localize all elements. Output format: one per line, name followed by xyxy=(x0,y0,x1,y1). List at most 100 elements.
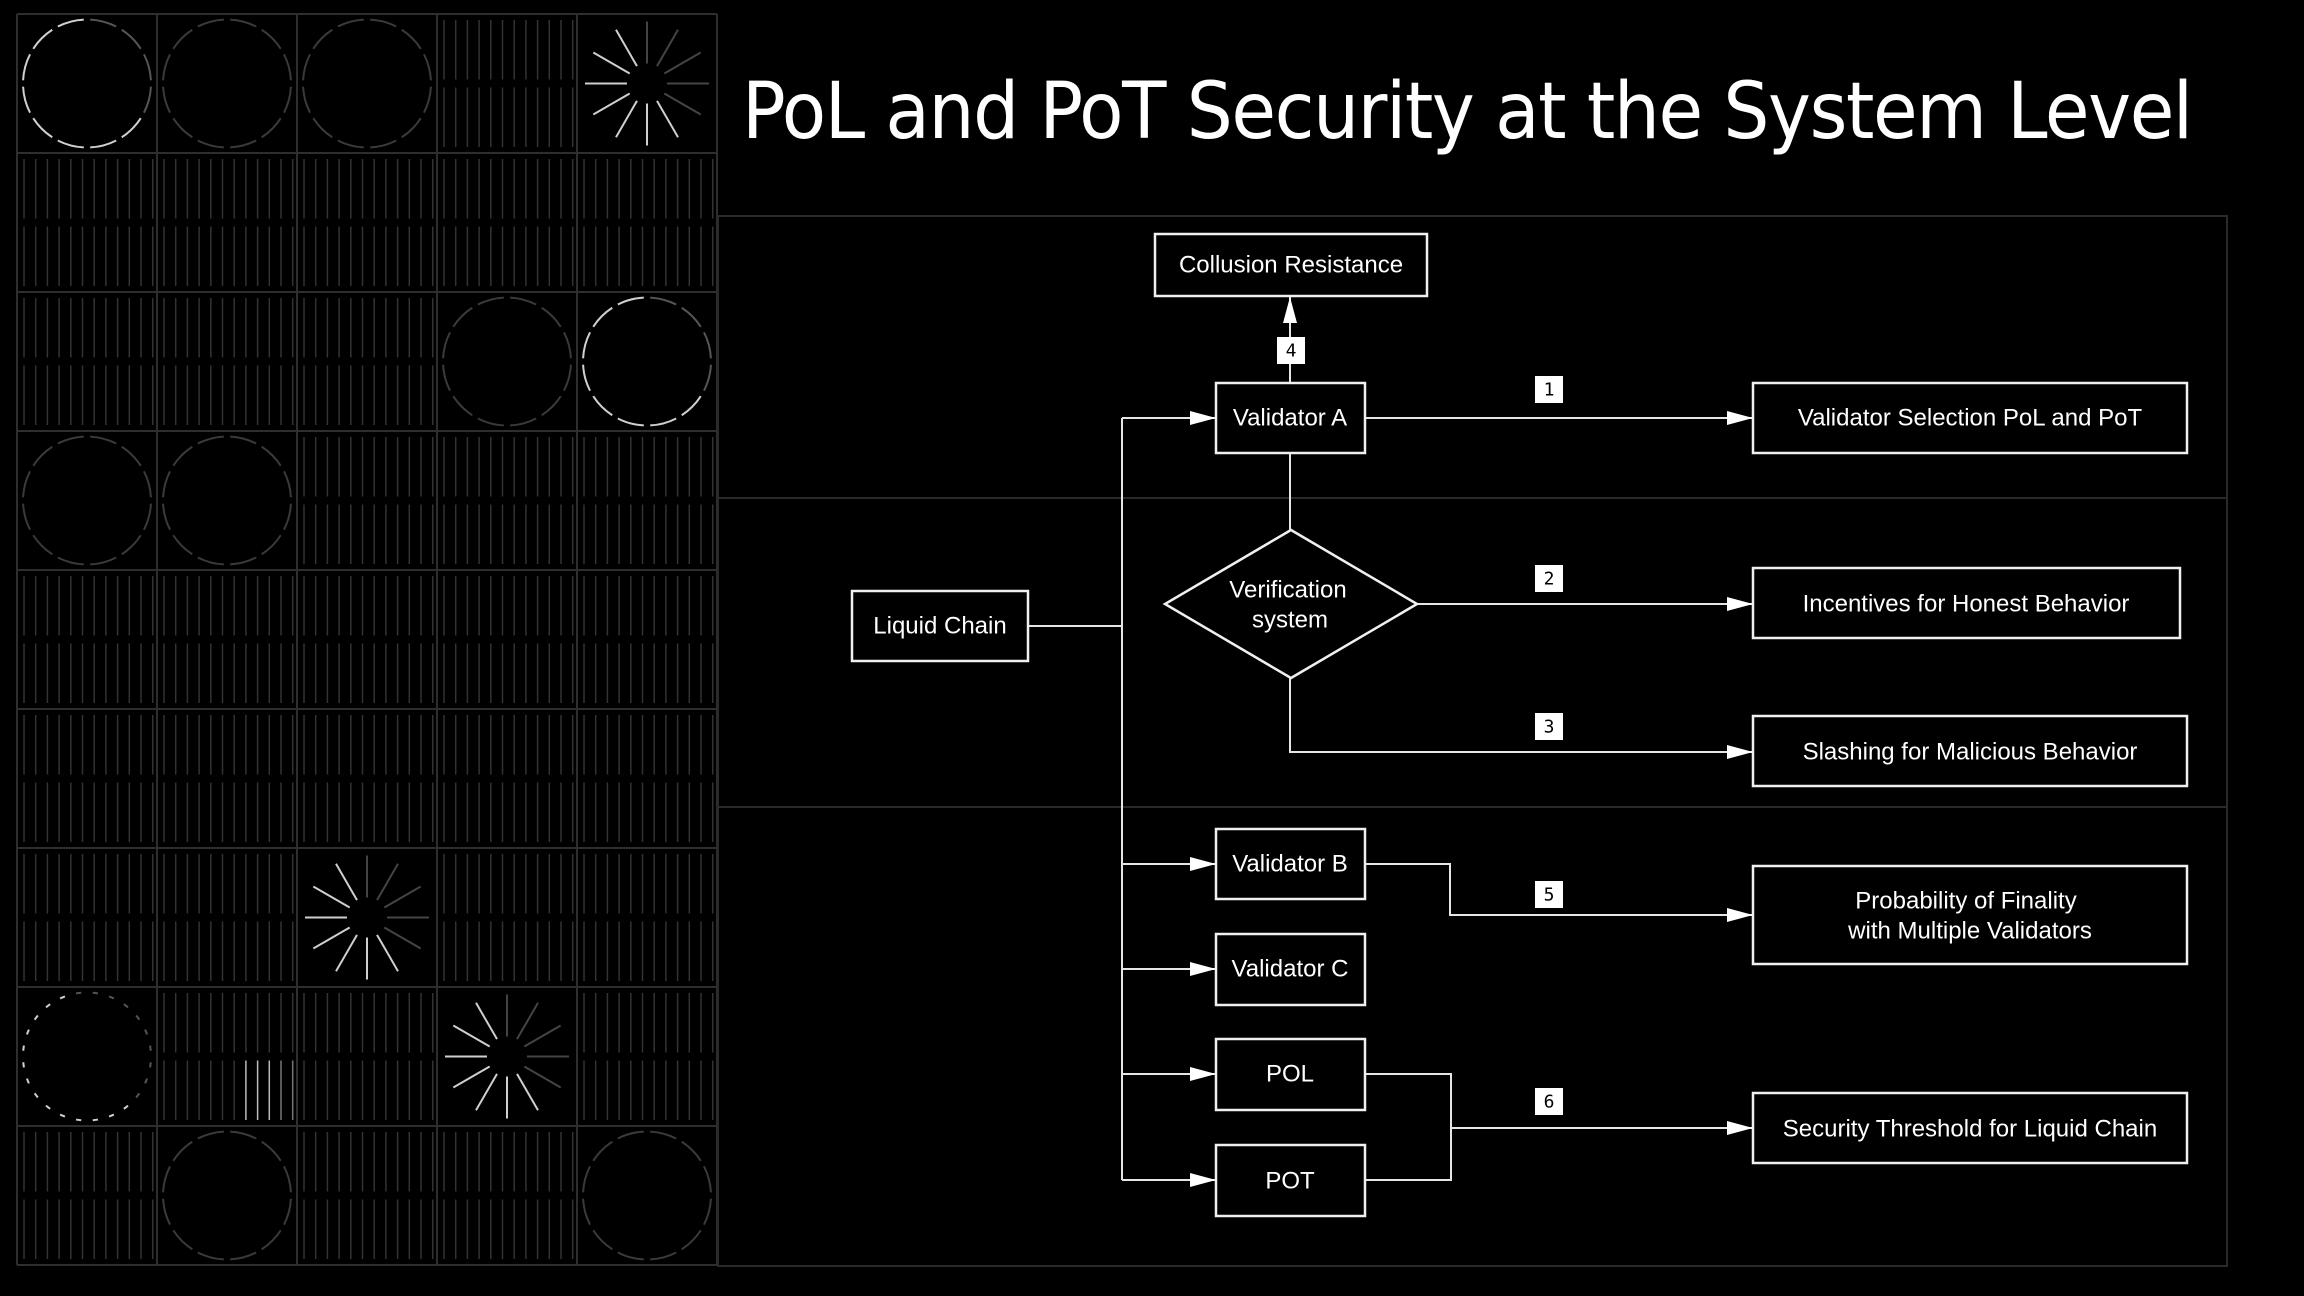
circle-pattern-arc xyxy=(582,331,591,359)
node-validator-selection xyxy=(1751,381,2189,455)
circle-pattern-arc xyxy=(283,1165,292,1193)
circle-pattern-arc xyxy=(92,991,99,995)
circle-pattern-arc xyxy=(703,331,712,359)
circle-pattern-arc xyxy=(57,139,84,149)
burst-pattern-ray xyxy=(312,885,351,909)
label-verification-line2: system xyxy=(1252,607,1328,634)
label-validator-selection: Validator Selection PoL and PoT xyxy=(1798,405,2143,432)
circle-pattern-arc xyxy=(45,1104,51,1110)
circle-pattern-arc xyxy=(135,1014,141,1021)
circle-pattern-arc xyxy=(703,1198,712,1226)
circle-pattern-arc xyxy=(149,1045,152,1051)
circle-pattern-arc xyxy=(32,534,53,556)
circle-pattern-arc xyxy=(261,1140,282,1162)
circle-pattern-arc xyxy=(149,1062,152,1068)
circle-pattern-arc xyxy=(197,18,224,28)
step-badge-1: 1 xyxy=(1535,376,1563,403)
circle-pattern-arc xyxy=(477,417,504,427)
circle-pattern-arc xyxy=(302,86,311,114)
circle-pattern-arc xyxy=(33,1092,39,1099)
arrow-verification-to-slashing xyxy=(1289,678,1753,759)
burst-pattern-ray xyxy=(516,1002,539,1040)
burst-pattern-ray xyxy=(663,92,702,116)
node-verification-system xyxy=(1162,528,1420,680)
burst-pattern-ray xyxy=(656,29,679,67)
circle-pattern-arc xyxy=(59,995,66,1000)
circle-pattern-arc xyxy=(650,417,677,427)
burst-pattern-ray xyxy=(475,1073,498,1111)
step-badges: 4 1 2 3 5 6 xyxy=(1277,337,1563,1115)
panel-border xyxy=(717,215,2228,1267)
circle-pattern-arc xyxy=(143,470,152,498)
circle-pattern-arc xyxy=(22,1062,25,1068)
circle-pattern-arc xyxy=(261,445,282,467)
circle-pattern-arc xyxy=(582,1198,591,1226)
circle-pattern-arc xyxy=(121,445,142,467)
label-collusion-resistance: Collusion Resistance xyxy=(1179,252,1403,279)
circle-pattern-arc xyxy=(33,1014,39,1021)
circle-pattern-arc xyxy=(312,28,333,50)
circle-pattern-arc xyxy=(592,1229,613,1251)
circle-pattern-arc xyxy=(283,503,292,531)
node-probability-of-finality xyxy=(1751,864,2189,966)
burst-pattern-ray xyxy=(376,934,399,972)
burst-pattern-ray xyxy=(656,100,679,138)
circle-pattern-arc xyxy=(197,435,224,445)
label-probability-line1: Probability of Finality xyxy=(1855,888,2076,915)
circle-pattern-arc xyxy=(90,139,117,149)
decorative-pattern-grid xyxy=(16,13,718,1266)
circle-pattern-arc xyxy=(312,117,333,139)
circle-pattern-arc xyxy=(197,139,224,149)
circle-pattern-arc xyxy=(25,1029,30,1035)
step-badge-6: 6 xyxy=(1535,1088,1563,1115)
circle-pattern-arc xyxy=(423,86,432,114)
circle-pattern-arc xyxy=(108,995,115,1000)
circle-pattern-arc xyxy=(423,53,432,81)
burst-pattern-ray xyxy=(523,1024,562,1048)
label-validator-c: Validator C xyxy=(1232,956,1349,983)
circle-pattern-arc xyxy=(143,503,152,531)
circle-pattern-arc xyxy=(121,534,142,556)
circle-pattern-arc xyxy=(401,28,422,50)
node-validator-b xyxy=(1214,827,1367,901)
label-slashing: Slashing for Malicious Behavior xyxy=(1803,739,2138,766)
circle-pattern-arc xyxy=(230,139,257,149)
node-slashing xyxy=(1751,714,2189,788)
circle-pattern-arc xyxy=(172,1140,193,1162)
step-badge-1-label: 1 xyxy=(1544,380,1555,401)
burst-pattern-ray xyxy=(452,1065,491,1089)
circle-pattern-arc xyxy=(75,1118,82,1122)
burst-pattern-ray xyxy=(376,863,399,901)
circle-pattern-arc xyxy=(108,1113,115,1118)
circle-pattern-arc xyxy=(681,1229,702,1251)
burst-pattern-ray xyxy=(615,100,638,138)
node-security-threshold xyxy=(1751,1091,2189,1165)
burst-pattern-ray xyxy=(475,1002,498,1040)
circle-pattern-arc xyxy=(563,331,572,359)
circle-pattern-arc xyxy=(22,1045,25,1051)
node-validator-c xyxy=(1214,932,1367,1007)
arrow-validator-b-to-probability xyxy=(1365,863,1753,922)
node-collusion-resistance xyxy=(1153,232,1429,298)
circle-pattern-arc xyxy=(477,296,504,306)
circle-pattern-arc xyxy=(617,417,644,427)
circle-pattern-arc xyxy=(22,470,31,498)
circle-pattern-arc xyxy=(541,395,562,417)
circle-pattern-arc xyxy=(121,117,142,139)
circle-pattern-arc xyxy=(703,1165,712,1193)
circle-pattern-arc xyxy=(510,296,537,306)
circle-pattern-arc xyxy=(681,306,702,328)
step-badge-6-label: 6 xyxy=(1544,1092,1555,1113)
circle-pattern-arc xyxy=(230,556,257,566)
circle-pattern-arc xyxy=(230,1130,257,1140)
circle-pattern-arc xyxy=(617,296,644,306)
circle-pattern-arc xyxy=(681,1140,702,1162)
label-probability-line2: with Multiple Validators xyxy=(1847,918,2092,945)
circle-pattern-arc xyxy=(230,1251,257,1261)
label-incentives: Incentives for Honest Behavior xyxy=(1803,591,2130,618)
burst-pattern-ray xyxy=(615,29,638,67)
node-validator-a xyxy=(1214,381,1367,455)
circle-pattern-arc xyxy=(144,1029,149,1035)
circle-pattern-arc xyxy=(197,1251,224,1261)
label-verification-line1: Verification xyxy=(1229,577,1346,604)
